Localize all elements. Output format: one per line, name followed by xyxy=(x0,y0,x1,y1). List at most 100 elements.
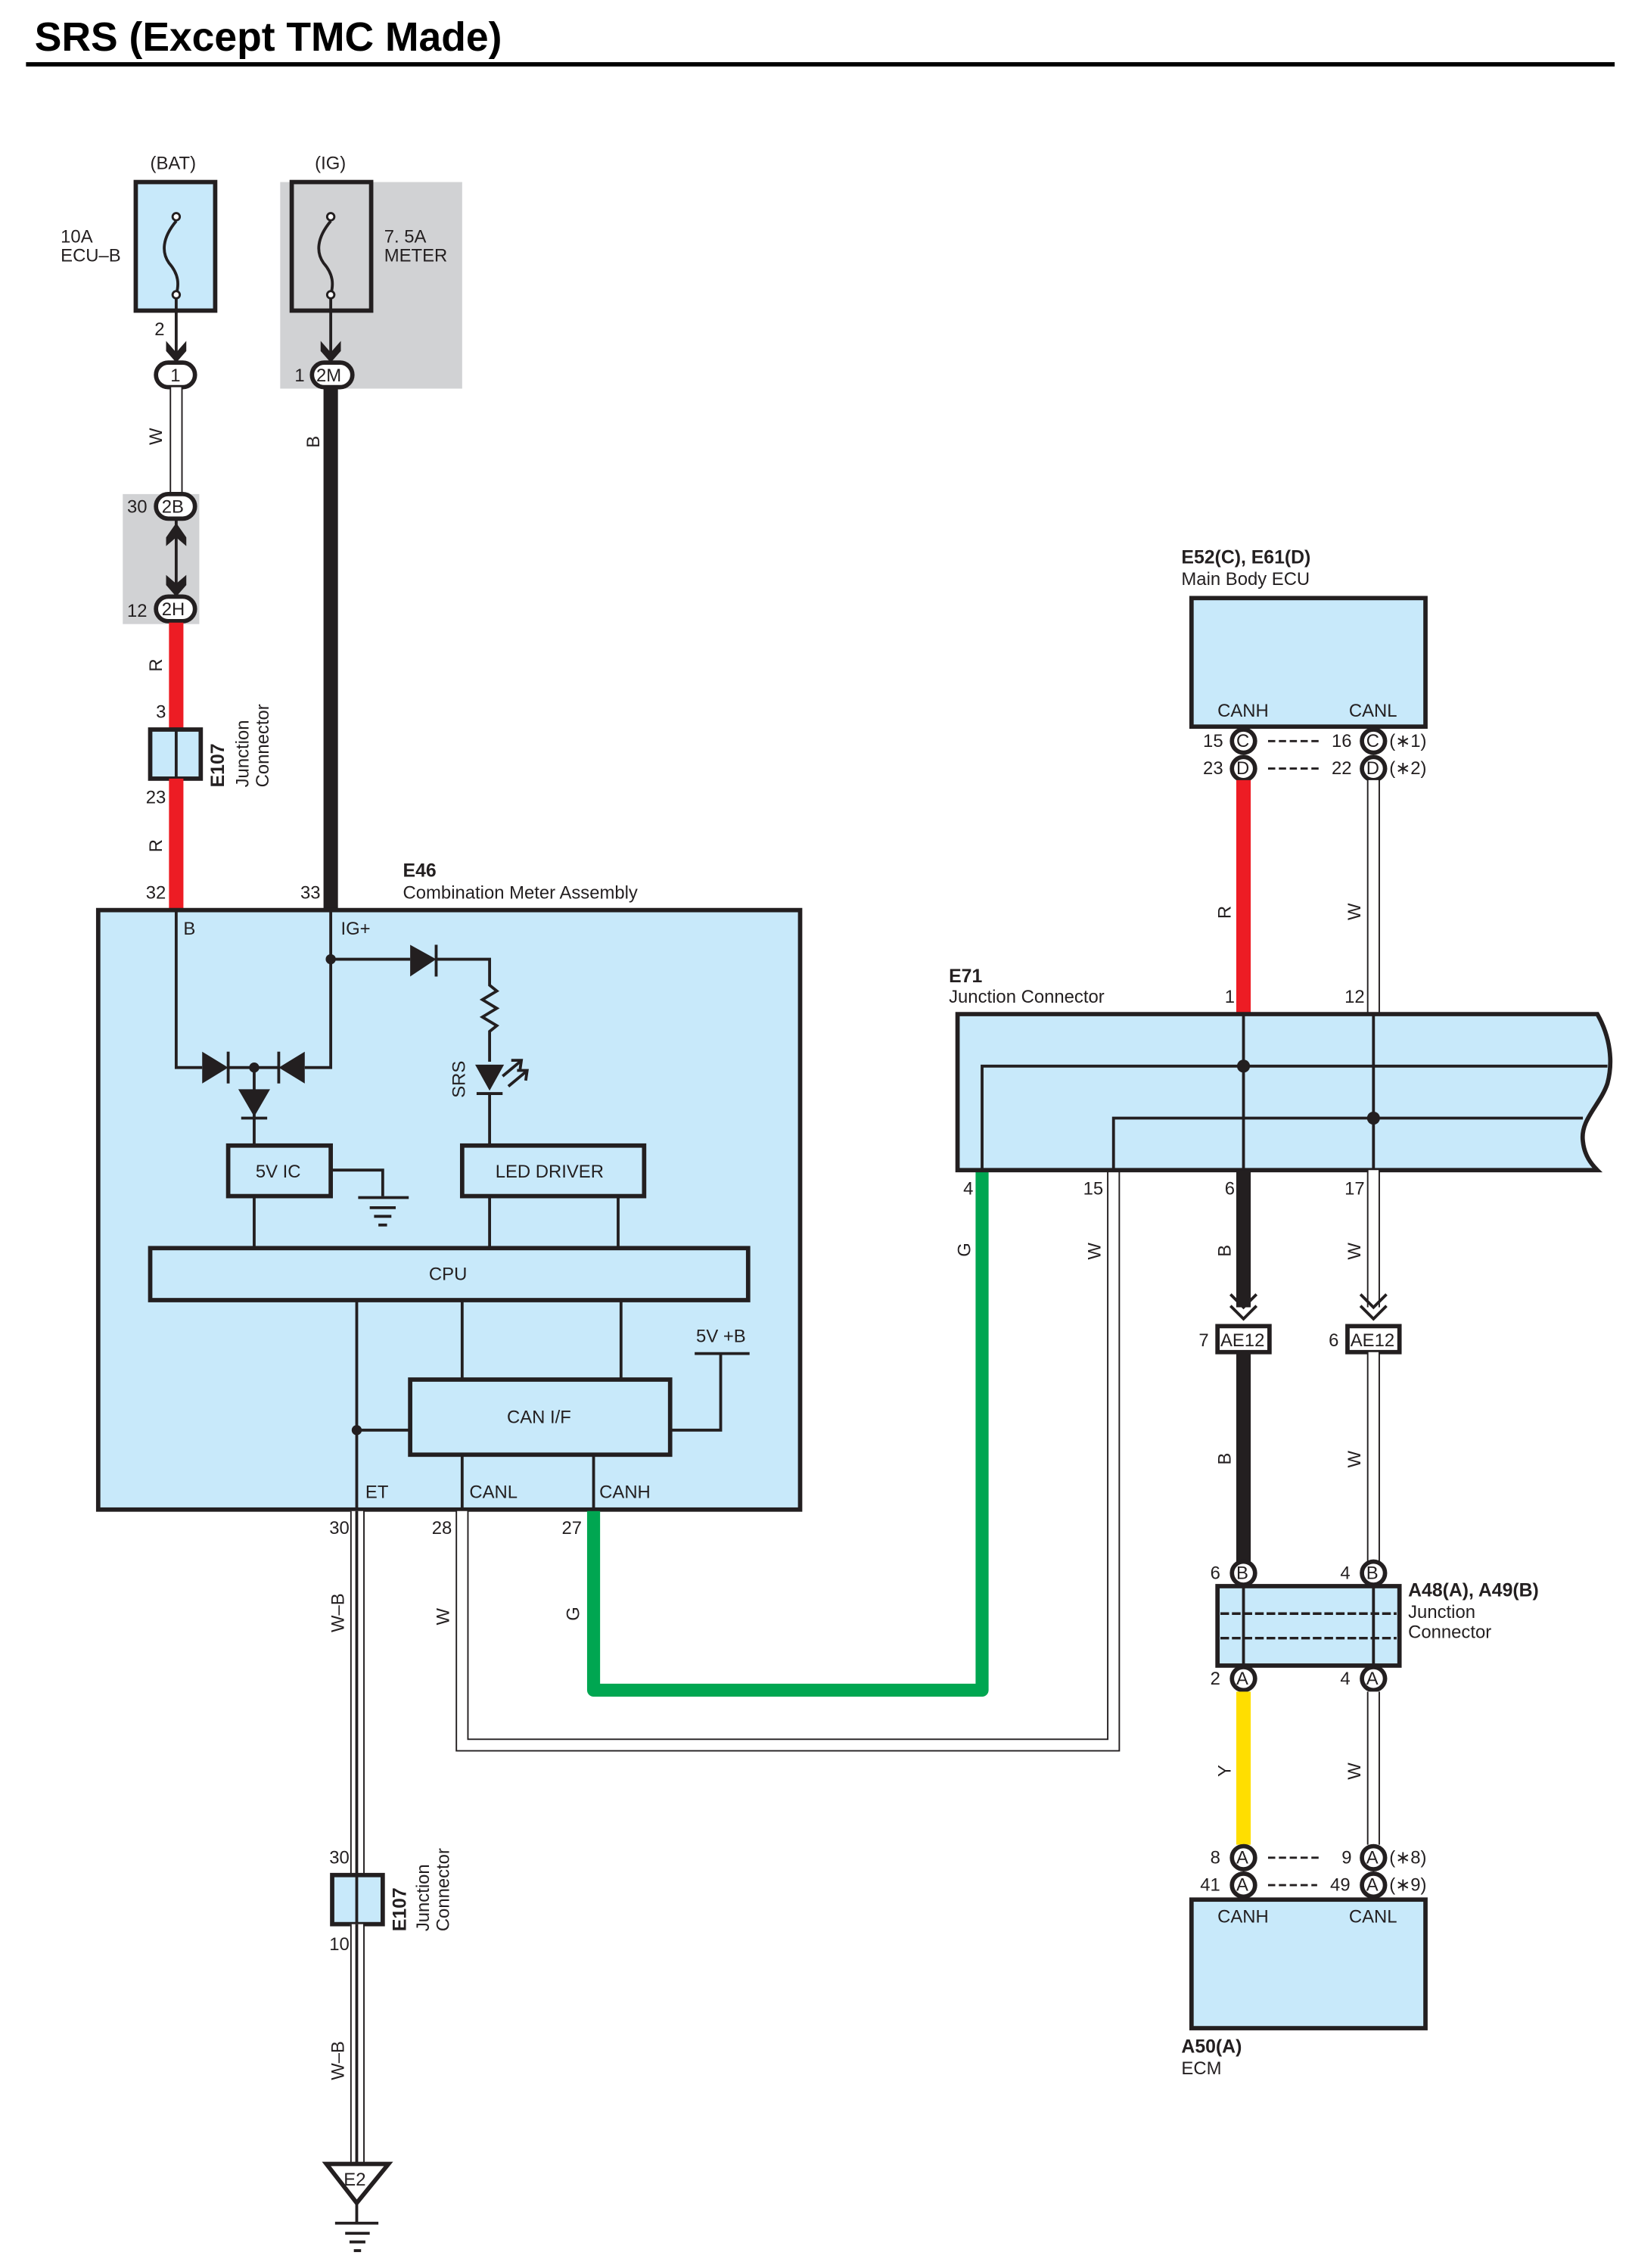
connector-arrow-icon xyxy=(1359,1293,1388,1321)
e46-label: E46 xyxy=(403,861,437,882)
ecm-id: A50(A) xyxy=(1181,2037,1242,2058)
terminal-canh: CANH xyxy=(599,1482,651,1503)
e107-name: Connector xyxy=(253,704,273,787)
block-label: CAN I/F xyxy=(507,1407,571,1427)
pin-label: 12 xyxy=(127,601,148,621)
e71-label: E71 xyxy=(949,966,982,987)
pin-label: 4 xyxy=(1340,1563,1350,1583)
wire-color-label: W xyxy=(1344,1450,1365,1467)
block-cpu xyxy=(148,1246,751,1302)
pin-label: 7 xyxy=(1198,1330,1208,1351)
connector-ae12-label: AE12 xyxy=(1220,1330,1264,1351)
connector-2b-label: 2B xyxy=(162,497,184,518)
connector-b: B xyxy=(1236,1563,1248,1583)
fuse-name-ig: METER xyxy=(384,246,448,266)
e71-name: Junction Connector xyxy=(949,987,1105,1007)
pin-label: 1 xyxy=(1225,987,1235,1007)
block-can-if xyxy=(408,1377,673,1458)
pin-label: 6 xyxy=(1225,1179,1235,1199)
junction-connector-e107-bottom: E107 Junction Connector xyxy=(330,1848,454,1931)
diode-icon xyxy=(202,1051,228,1084)
terminal-canh: CANH xyxy=(1217,701,1269,721)
wire-color-label: W xyxy=(1344,1243,1365,1260)
connector-ae12-right: 6 AE12 xyxy=(1329,1324,1402,1355)
connector-arrow-icon xyxy=(320,341,341,363)
pin-label: 49 xyxy=(1330,1875,1351,1896)
title-rule xyxy=(26,62,1615,67)
pin-label: 30 xyxy=(329,1847,350,1868)
bat-label: (BAT) xyxy=(151,153,197,173)
footnote-ref: (∗9) xyxy=(1389,1875,1426,1896)
terminal-ig: IG+ xyxy=(340,919,370,939)
supply-label: 5V +B xyxy=(696,1326,746,1346)
wire-color-label: B xyxy=(303,436,324,448)
connector-2h-label: 2H xyxy=(162,599,185,620)
ecm: CANH CANL A50(A) ECM xyxy=(1181,1897,1428,2079)
ground-icon xyxy=(358,1196,409,1227)
junction-connector-e71: E71 Junction Connector 1 12 4 15 6 17 xyxy=(949,966,1613,1199)
footnote-ref: (∗8) xyxy=(1389,1847,1426,1868)
connector-2b-2h: 30 2B 12 2H xyxy=(123,492,200,624)
e107-label: E107 xyxy=(208,743,228,787)
footnote-ref: (∗2) xyxy=(1389,758,1426,779)
pin-label: 28 xyxy=(432,1518,452,1538)
terminal-canl: CANL xyxy=(1349,1907,1397,1927)
junction-connector-e107-top: E107 Junction Connector xyxy=(148,704,273,787)
pin-label: 23 xyxy=(1203,758,1223,779)
block-label: CPU xyxy=(429,1264,467,1284)
wire-color-label: W–B xyxy=(328,1593,348,1632)
diode-icon xyxy=(238,1089,270,1117)
footnote-ref: (∗1) xyxy=(1389,731,1426,751)
wire-color-label: R xyxy=(1214,906,1235,919)
pin-label: 15 xyxy=(1203,731,1223,751)
pin-label: 10 xyxy=(329,1934,350,1955)
wire-color-label: W–B xyxy=(328,2041,348,2080)
connector-ae12-left: 7 AE12 xyxy=(1198,1324,1272,1355)
main-body-ecu-id: E52(C), E61(D) xyxy=(1181,548,1310,568)
wire-color-label: W xyxy=(434,1608,454,1626)
pin-label: 2 xyxy=(154,319,164,340)
block-led-driver xyxy=(459,1143,647,1199)
srs-warning-lamp-label: SRS xyxy=(449,1061,470,1098)
pin-label: 8 xyxy=(1211,1847,1220,1868)
a48-label: A48(A), A49(B) xyxy=(1408,1580,1539,1601)
diode-icon xyxy=(410,944,437,977)
a48-name: Junction xyxy=(1408,1602,1475,1622)
wire-color-label: G xyxy=(563,1607,583,1621)
fuse-icon xyxy=(317,219,334,295)
main-body-ecu: E52(C), E61(D) Main Body ECU CANH CANL xyxy=(1181,548,1428,730)
pin-label: 41 xyxy=(1200,1875,1220,1896)
fuse-icon xyxy=(163,219,179,295)
e107-name: Junction xyxy=(413,1864,434,1931)
pin-label: 17 xyxy=(1344,1179,1365,1199)
pin-label: 6 xyxy=(1329,1330,1338,1351)
pin-label: 1 xyxy=(294,366,304,386)
fuse-name-bat: ECU–B xyxy=(61,246,121,266)
pin-label: 4 xyxy=(963,1179,973,1199)
terminal-canh: CANH xyxy=(1217,1907,1269,1927)
wire-color-label: Y xyxy=(1214,1765,1235,1777)
combination-meter-assembly: E46 Combination Meter Assembly B IG+ SRS… xyxy=(95,861,803,1512)
terminal-et: ET xyxy=(365,1482,389,1503)
fuse-meter: (IG) 7. 5A METER 1 2M xyxy=(280,153,462,390)
connector-b: B xyxy=(1366,1563,1379,1583)
terminal-canl: CANL xyxy=(469,1482,518,1503)
led-icon xyxy=(475,1064,505,1091)
ground-label: E2 xyxy=(343,2170,365,2190)
connector-d: D xyxy=(1366,758,1379,779)
terminal-canl: CANL xyxy=(1349,701,1397,721)
pin-label: 9 xyxy=(1341,1847,1351,1868)
main-body-ecu-pins: 15 C 16 C (∗1) 23 D 22 D (∗2) xyxy=(1203,727,1426,782)
wire-color-label: R xyxy=(146,839,166,852)
pin-label: 2 xyxy=(1211,1669,1220,1689)
terminal-b: B xyxy=(183,919,195,939)
pin-label: 16 xyxy=(1332,731,1352,751)
connector-c: C xyxy=(1366,731,1379,751)
pin-label: 4 xyxy=(1340,1669,1350,1689)
connector-a: A xyxy=(1366,1669,1379,1689)
fuse-ecu-b: (BAT) 10A ECU–B 2 1 xyxy=(61,153,218,390)
connector-a: A xyxy=(1366,1875,1379,1896)
connector-c: C xyxy=(1236,731,1249,751)
ground-icon xyxy=(334,2221,379,2252)
